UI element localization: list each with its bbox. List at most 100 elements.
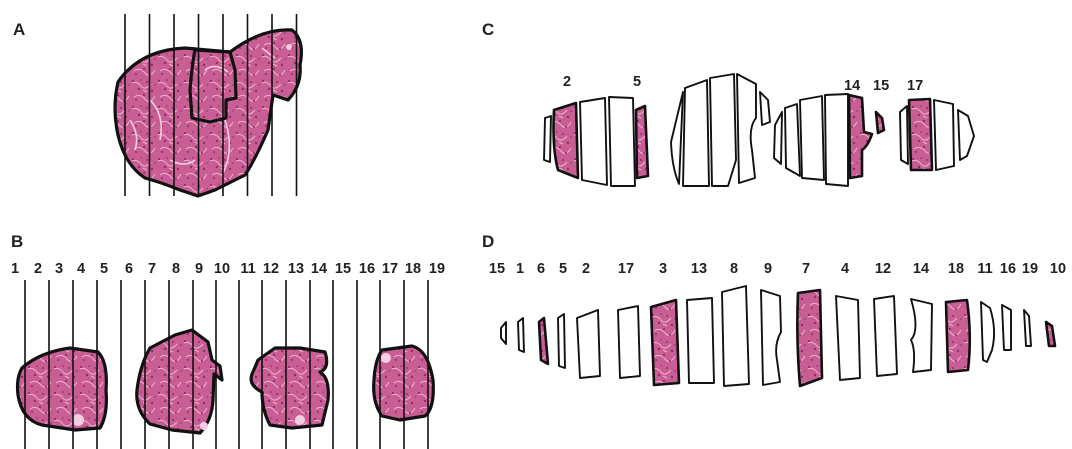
panel-c-slice (774, 112, 782, 164)
panel-c-group-4 (900, 99, 974, 170)
panel-b-vessel (295, 415, 305, 425)
panel-d-slice-order-number: 7 (802, 261, 810, 277)
panel-b-slice-number: 3 (55, 261, 63, 277)
panel-b-slice-number: 16 (359, 261, 375, 277)
panel-d-slice-17 (618, 306, 640, 378)
panel-d-slice-12 (874, 296, 897, 376)
panel-c-slice (785, 104, 800, 176)
panel-d-slice-order-number: 12 (875, 261, 891, 277)
panel-c-slice-17 (909, 99, 932, 170)
panel-d-slice-16 (1002, 305, 1011, 350)
panel-b-slice-number: 7 (148, 261, 156, 277)
panel-b-slice-number: 15 (335, 261, 351, 277)
panel-d-slice-order-number: 8 (730, 261, 738, 277)
panel-d-slice-order-number: 9 (764, 261, 772, 277)
panel-d-slice-order-number: 3 (659, 261, 667, 277)
panel-d-slice-order-number: 5 (559, 261, 567, 277)
panel-d-slice-order-number: 18 (948, 261, 964, 277)
panel-b-slice-number: 2 (34, 261, 42, 277)
panel-d-slice-order-number: 13 (691, 261, 707, 277)
panel-d-slice-10 (1046, 322, 1055, 346)
panel-b-vessel (200, 422, 208, 430)
panel-c-slice (609, 97, 635, 186)
panel-b-slice-number: 5 (100, 261, 108, 277)
panel-b-section-2 (137, 330, 222, 433)
panel-c-group-1 (544, 97, 648, 186)
panel-c-number: 15 (873, 78, 889, 94)
panel-d-slice-11 (981, 302, 994, 362)
panel-c-slice-2 (554, 103, 579, 178)
panel-d-slice-order-number: 14 (913, 261, 929, 277)
panel-b-slice-number: 11 (240, 261, 255, 277)
panel-b-vessel (72, 414, 84, 426)
panel-c-slice (760, 92, 770, 125)
panel-b-slice-number: 18 (405, 261, 421, 277)
panel-b-slice-number: 1 (11, 261, 19, 277)
panel-b-vessel (381, 353, 391, 363)
panel-d-slice-7 (797, 290, 822, 386)
panel-c-slice (737, 74, 756, 183)
panel-b-slice-number: 12 (263, 261, 279, 277)
panel-c-slice-5 (636, 106, 648, 178)
panel-c-number: 2 (563, 74, 571, 90)
panel-d-slice-order-number: 16 (1000, 261, 1016, 277)
panel-d-slice-order-number: 17 (618, 261, 634, 277)
panel-b-label: B (11, 232, 23, 251)
panel-d-slice-order-number: 19 (1022, 261, 1038, 277)
panel-d-slice-9 (761, 290, 781, 385)
panel-d-slice-6 (539, 318, 548, 364)
panel-b-slice-number: 14 (311, 261, 327, 277)
panel-c-label: C (482, 20, 494, 39)
panel-b-section-1 (18, 348, 107, 430)
panel-b-sections (18, 330, 434, 433)
panel-d-slice-order-number: 10 (1050, 261, 1066, 277)
panel-c-slice (958, 110, 974, 160)
panel-d-slice-13 (687, 298, 714, 383)
panel-c-slice (580, 98, 607, 185)
panel-c-number: 17 (907, 78, 923, 94)
panel-d-slice-4 (836, 296, 860, 380)
panel-d-slice-18 (946, 300, 970, 372)
panel-d-slice-19 (1024, 310, 1031, 346)
panel-d-slice-14 (911, 299, 932, 372)
panel-d-slice-3 (651, 300, 679, 385)
panel-d-label: D (482, 232, 494, 251)
panel-d-ordered-slices (501, 286, 1055, 386)
panel-d-slice-1 (518, 318, 524, 352)
panel-d-slice-order-number: 11 (977, 261, 992, 277)
panel-d-slice-5 (558, 314, 565, 368)
panel-a-label: A (13, 20, 25, 39)
panel-d-slice-order-number: 4 (841, 261, 849, 277)
panel-c-number: 14 (844, 78, 860, 94)
panel-b-slice-number: 10 (214, 261, 230, 277)
panel-c-slice-14 (849, 95, 872, 178)
panel-d-slice-order-number: 1 (516, 261, 524, 277)
panel-c-slice (671, 92, 683, 184)
panel-b-slice-number: 8 (172, 261, 180, 277)
panel-c-slice (800, 96, 824, 180)
panel-c-slice-15 (876, 112, 884, 133)
panel-c-slice (710, 74, 736, 186)
panel-d-slice-15 (501, 322, 506, 344)
panel-a-liver-section (115, 14, 301, 196)
panel-b-slice-number: 9 (195, 261, 203, 277)
panel-c-group-3 (774, 94, 884, 186)
panel-b-slice-number: 17 (382, 261, 398, 277)
panel-d-slice-order-number: 15 (489, 261, 505, 277)
panel-c-slice (544, 116, 551, 162)
panel-b-slice-number: 6 (125, 261, 133, 277)
panel-c-number: 5 (633, 74, 641, 90)
panel-d-slice-order-number: 2 (582, 261, 590, 277)
panel-c-slice (900, 106, 908, 164)
panel-d-slice-2 (577, 310, 600, 378)
panel-c-slice (683, 80, 709, 186)
panel-d-slice-order-number: 6 (537, 261, 545, 277)
panel-b-slice-number: 19 (429, 261, 445, 277)
panel-c-slice (825, 94, 848, 186)
panel-b-slice-number: 4 (77, 261, 85, 277)
panel-d-slice-8 (722, 286, 749, 386)
panel-c-slice (934, 100, 954, 170)
